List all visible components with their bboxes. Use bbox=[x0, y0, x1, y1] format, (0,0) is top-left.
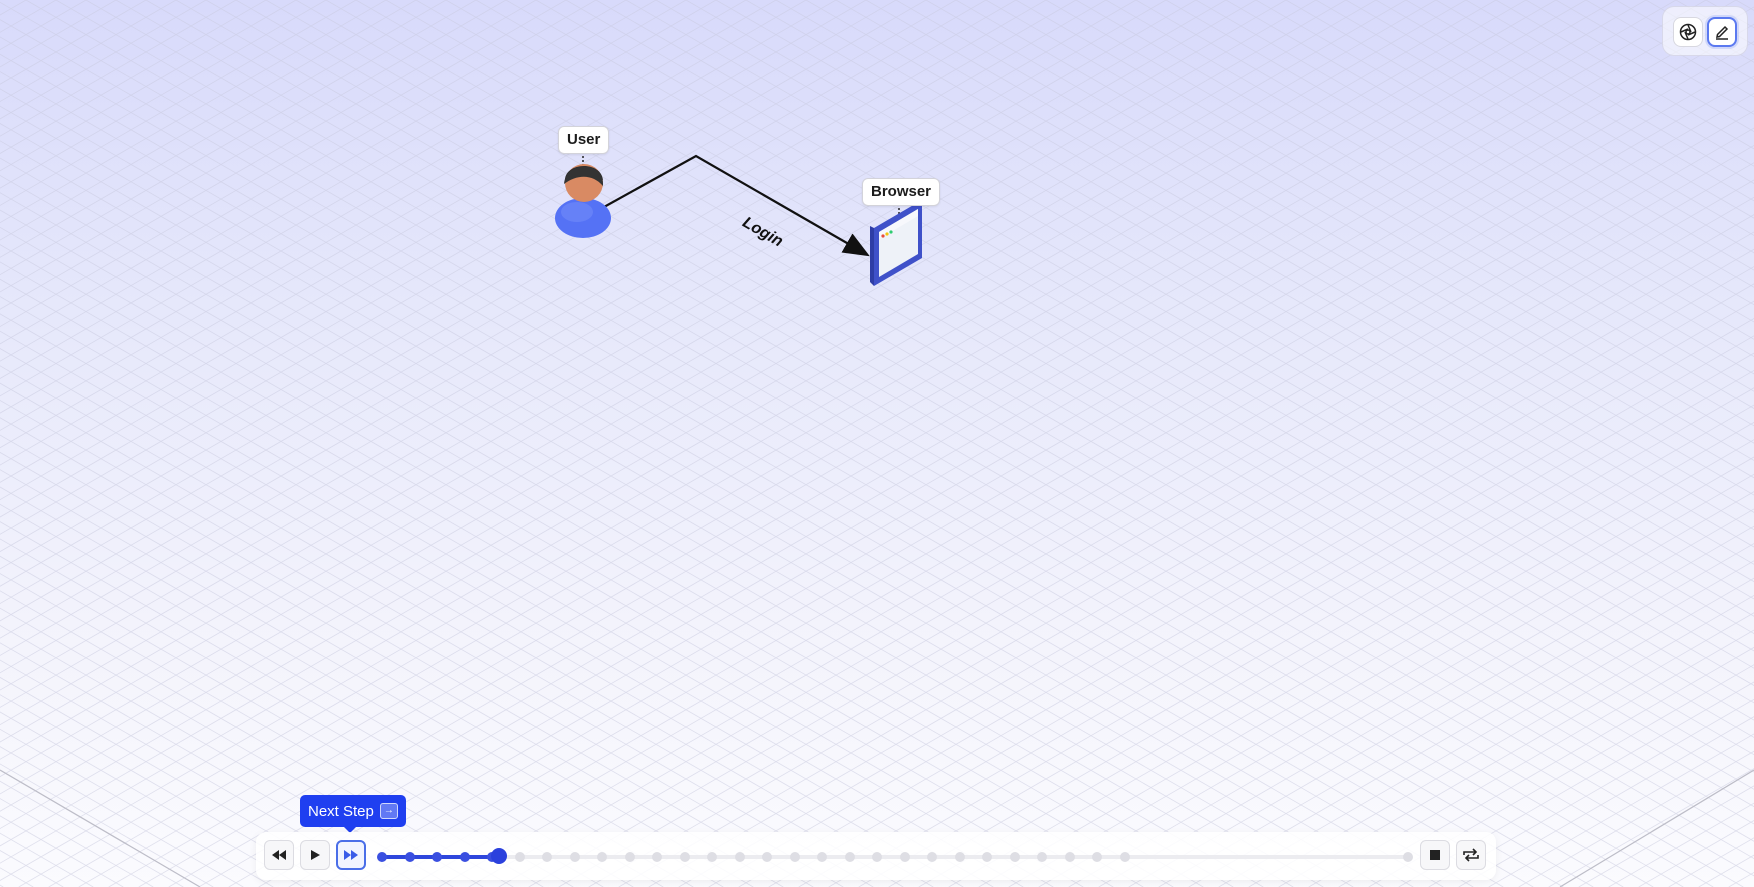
timeline-step-dot[interactable] bbox=[569, 852, 580, 862]
timeline-step-dot[interactable] bbox=[514, 852, 525, 862]
timeline-step-dot[interactable] bbox=[459, 852, 470, 862]
timeline-step-dot[interactable] bbox=[707, 852, 717, 862]
timeline-step-dot[interactable] bbox=[1037, 852, 1047, 862]
timeline-step-dot[interactable] bbox=[679, 852, 690, 862]
timeline-step-dot[interactable] bbox=[542, 852, 552, 862]
timeline-end-dot[interactable] bbox=[1403, 852, 1413, 862]
timeline-step-dot[interactable] bbox=[1009, 852, 1020, 862]
step-timeline[interactable] bbox=[377, 848, 1413, 864]
play-icon bbox=[311, 850, 320, 860]
timeline-step-dot[interactable] bbox=[624, 852, 635, 862]
timeline-step-dot[interactable] bbox=[1092, 852, 1102, 862]
next-step-tooltip: Next Step → bbox=[300, 795, 406, 833]
view-toolbar bbox=[1662, 6, 1748, 56]
rewind-icon bbox=[272, 850, 286, 860]
node-label-browser[interactable]: Browser bbox=[862, 178, 941, 206]
focus-icon bbox=[1679, 23, 1697, 41]
user-person-icon bbox=[555, 164, 611, 238]
edge-user-browser bbox=[603, 154, 870, 257]
keyboard-shortcut-badge: → bbox=[379, 803, 398, 819]
timeline-step-dot[interactable] bbox=[652, 852, 662, 862]
play-button[interactable] bbox=[300, 840, 330, 870]
timeline-step-dot[interactable] bbox=[872, 852, 882, 862]
timeline-step-dot[interactable] bbox=[597, 852, 607, 862]
timeline-thumb[interactable] bbox=[491, 848, 507, 864]
browser-window-icon bbox=[870, 200, 922, 286]
timeline-step-dot[interactable] bbox=[734, 852, 745, 862]
timeline-step-dot[interactable] bbox=[844, 852, 855, 862]
floor-edge-right bbox=[1559, 769, 1754, 887]
rewind-button[interactable] bbox=[264, 840, 294, 870]
fast-forward-icon bbox=[344, 850, 358, 860]
timeline-step-dot[interactable] bbox=[377, 852, 387, 862]
loop-button[interactable] bbox=[1456, 840, 1486, 870]
stop-button[interactable] bbox=[1420, 840, 1450, 870]
timeline-step-dot[interactable] bbox=[899, 852, 910, 862]
timeline-step-dot[interactable] bbox=[982, 852, 992, 862]
node-label-user[interactable]: User bbox=[558, 126, 610, 154]
timeline-step-dot[interactable] bbox=[404, 852, 415, 862]
timeline-track bbox=[382, 855, 1408, 859]
edit-mode-button[interactable] bbox=[1707, 17, 1737, 47]
timeline-step-dot[interactable] bbox=[432, 852, 442, 862]
timeline-step-dot[interactable] bbox=[954, 852, 965, 862]
timeline-step-dot[interactable] bbox=[1064, 852, 1075, 862]
tooltip-text: Next Step bbox=[308, 802, 374, 820]
loop-icon bbox=[1463, 848, 1479, 862]
timeline-step-dot[interactable] bbox=[817, 852, 827, 862]
next-step-button[interactable] bbox=[336, 840, 366, 870]
timeline-step-dot[interactable] bbox=[762, 852, 772, 862]
pencil-icon bbox=[1716, 25, 1729, 40]
floor-edge-left bbox=[0, 769, 201, 887]
timeline-step-dot[interactable] bbox=[1119, 852, 1130, 862]
timeline-step-dot[interactable] bbox=[927, 852, 937, 862]
timeline-step-dot[interactable] bbox=[789, 852, 800, 862]
stop-icon bbox=[1430, 850, 1440, 860]
focus-button[interactable] bbox=[1673, 17, 1703, 47]
playback-bar bbox=[256, 832, 1496, 880]
